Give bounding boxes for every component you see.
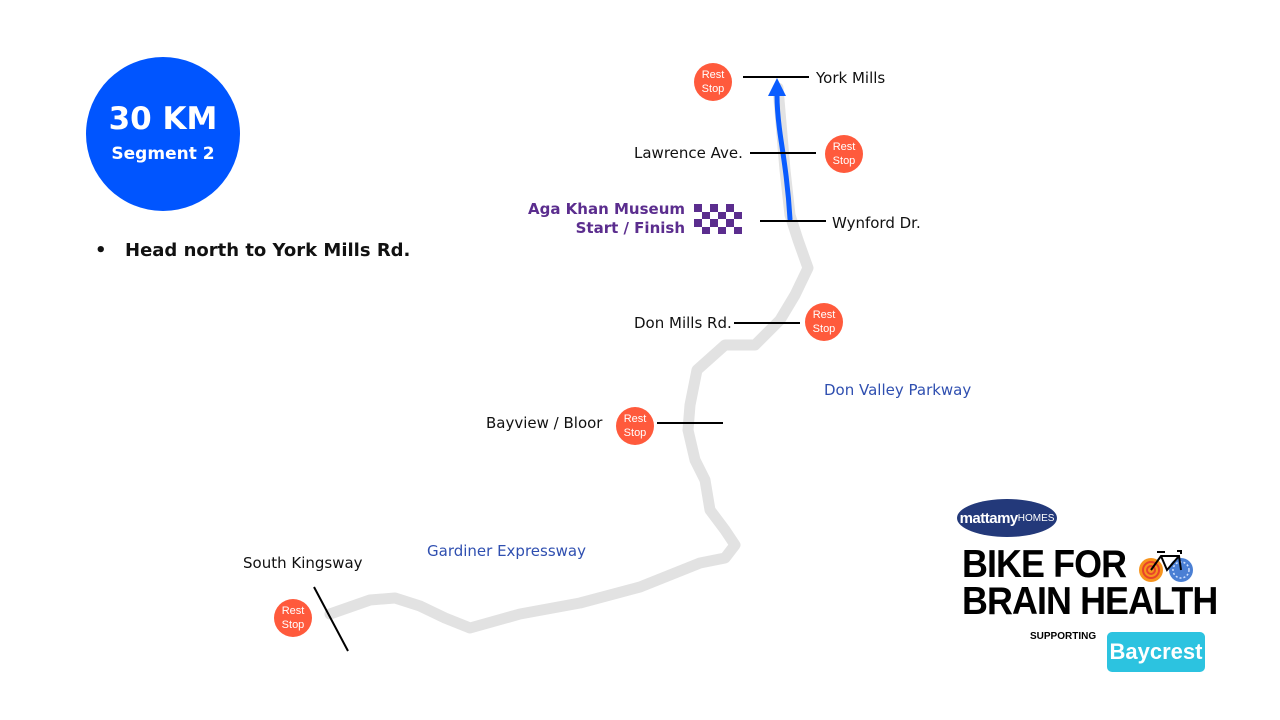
- direction-arrow-icon: [768, 78, 786, 96]
- rest-stop-text: Stop: [281, 619, 305, 631]
- don-mills-label: Don Mills Rd.: [634, 314, 732, 332]
- instruction-item: • Head north to York Mills Rd.: [95, 240, 410, 261]
- rest-stop-text: Rest: [701, 69, 725, 81]
- route-path-full: [324, 82, 814, 634]
- start-finish-text: Start / Finish: [575, 219, 685, 237]
- wynford-label: Wynford Dr.: [832, 214, 921, 232]
- don-valley-parkway-label: Don Valley Parkway: [824, 381, 972, 399]
- checkered-flag-icon: [694, 204, 742, 234]
- instruction-text: Head north to York Mills Rd.: [125, 240, 411, 261]
- event-logo-line2: BRAIN HEALTH: [962, 580, 1218, 623]
- segment-label: Segment 2: [111, 144, 215, 164]
- supporting-label: SUPPORTING: [1030, 631, 1097, 642]
- bayview-label: Bayview / Bloor: [486, 414, 603, 432]
- distance-value: 30 KM: [108, 101, 218, 137]
- lawrence-label: Lawrence Ave.: [634, 144, 743, 162]
- start-finish-venue: Aga Khan Museum: [527, 200, 685, 218]
- rest-stop-text: Stop: [623, 427, 647, 439]
- rest-stop-text: Rest: [812, 309, 836, 321]
- rest-stop-text: Rest: [281, 605, 305, 617]
- york-mills-label: York Mills: [816, 69, 886, 87]
- rest-stop-text: Stop: [812, 323, 836, 335]
- start-finish-label: Aga Khan Museum Start / Finish: [500, 200, 685, 238]
- south-kingsway-label: South Kingsway: [243, 554, 363, 572]
- event-logo-text: BIKE FOR BRAIN HEALTH: [962, 543, 1218, 623]
- baycrest-logo: Baycrest: [1107, 632, 1205, 672]
- mattamy-logo-light: HOMES: [1017, 512, 1055, 524]
- rest-stop-text: Stop: [701, 83, 725, 95]
- mattamy-logo-bold: mattamy: [959, 509, 1019, 527]
- south-kingsway-marker: [313, 586, 349, 652]
- rest-stop-text: Stop: [832, 155, 856, 167]
- event-logo-line1: BIKE FOR: [962, 543, 1127, 586]
- distance-badge: 30 KM Segment 2: [86, 57, 240, 211]
- active-segment-path: [774, 92, 793, 222]
- bicycle-icon: [1139, 550, 1193, 582]
- gardiner-expressway-label: Gardiner Expressway: [427, 542, 586, 560]
- rest-stop-text: Rest: [623, 413, 647, 425]
- rest-stop-text: Rest: [832, 141, 856, 153]
- bullet-icon: •: [95, 240, 107, 261]
